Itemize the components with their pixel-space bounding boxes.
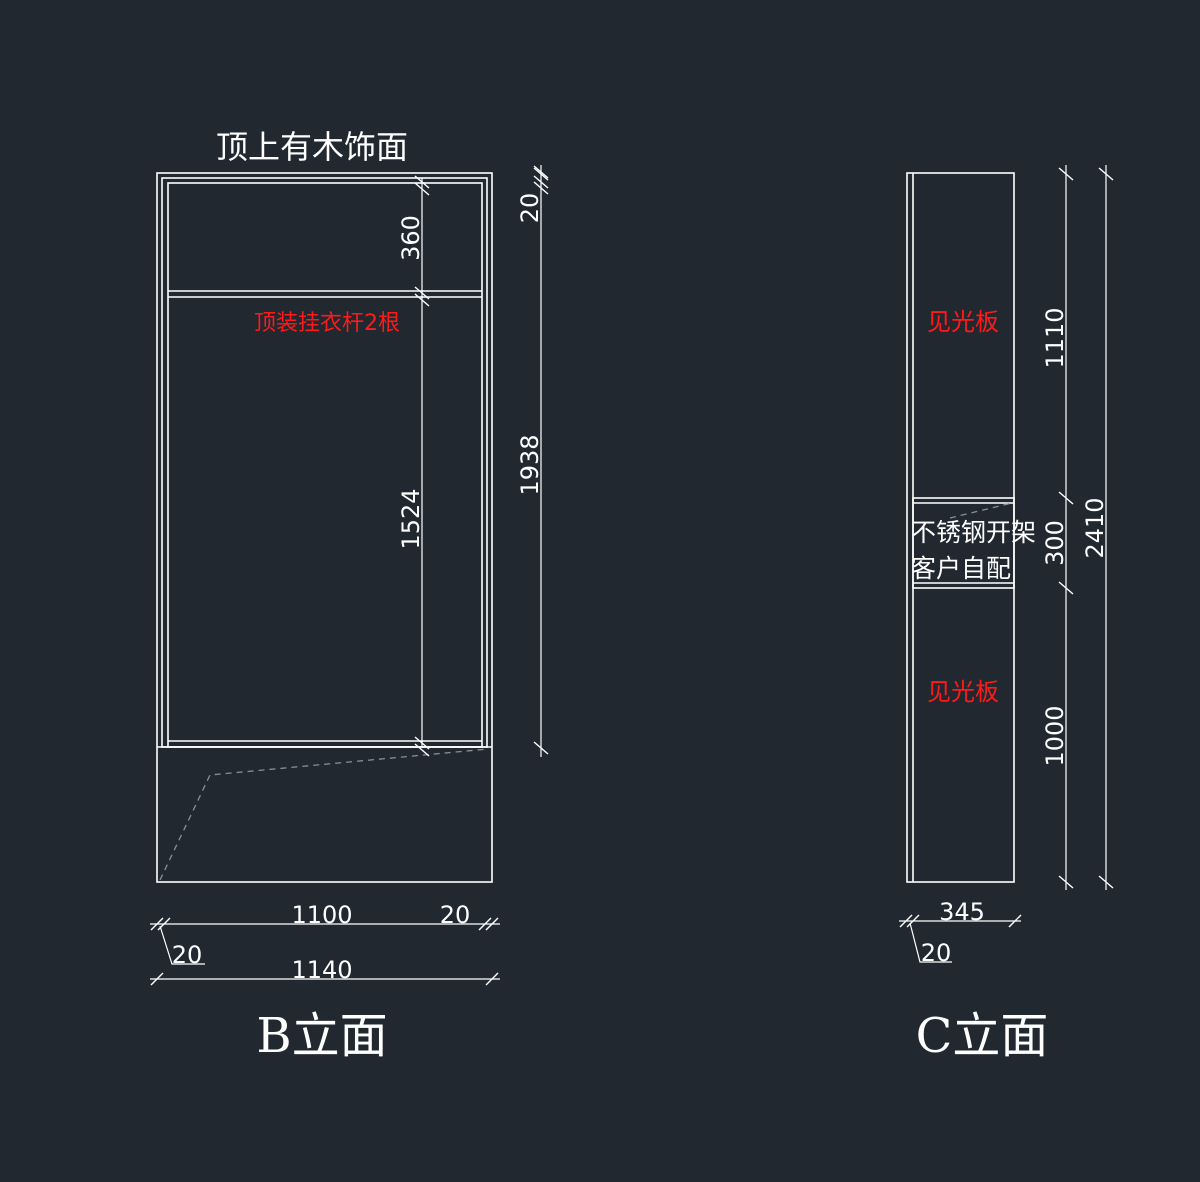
c-side-leader [909,922,952,963]
b-outer-dim-ticks [533,165,549,755]
c-dim-shelf-height: 300 [1041,520,1069,566]
b-inner-dim-ticks [414,175,430,757]
c-dim-side: 20 [921,939,952,967]
c-panel-upper: 见光板 [927,308,999,336]
b-cabinet-inner [167,182,483,748]
c-dim-ticks-parts [1058,167,1074,889]
b-dim-top-compartment: 360 [397,215,425,261]
c-dim-total-height: 2410 [1081,497,1109,558]
c-dim-upper-height: 1110 [1041,307,1069,368]
b-dim-side-left: 20 [172,941,203,969]
b-dim-total-width: 1140 [291,956,352,984]
b-hidden-line [159,748,489,881]
b-width-dim-ticks-1 [150,917,499,931]
b-dim-inner-width: 1100 [291,901,352,929]
b-rod-note: 顶装挂衣杆2根 [254,311,400,336]
c-shelf-note-line1: 不锈钢开架 [911,518,1036,547]
b-dim-total-height: 1938 [516,434,544,495]
b-elevation-title: B立面 [256,1008,387,1064]
b-dim-side-right: 20 [440,901,471,929]
c-open-shelf [912,497,1015,589]
b-dim-hanging-space: 1524 [397,488,425,549]
b-side-leader [159,925,205,965]
c-shelf-hidden-line [949,502,1013,519]
elevation-c: 见光板 见光板 不锈钢开架 客户自配 1110 300 1000 2410 34… [899,165,1114,1064]
b-cabinet-outline [161,177,488,748]
elevation-b: 顶上有木饰面 顶装挂衣杆2根 360 1524 20 1938 1100 20 … [150,128,549,1064]
b-top-note: 顶上有木饰面 [216,128,408,166]
c-dim-lower-height: 1000 [1041,705,1069,766]
c-depth-dim-ticks [899,914,1022,928]
c-panel-lower: 见光板 [927,678,999,706]
b-width-dim-ticks-2 [150,972,499,986]
c-dim-ticks-total [1098,167,1114,889]
b-dim-top-gap: 20 [516,193,544,224]
c-dim-depth: 345 [939,898,985,926]
b-outer-frame [156,172,493,883]
c-elevation-title: C立面 [916,1008,1049,1064]
c-shelf-note-line2: 客户自配 [911,554,1011,583]
